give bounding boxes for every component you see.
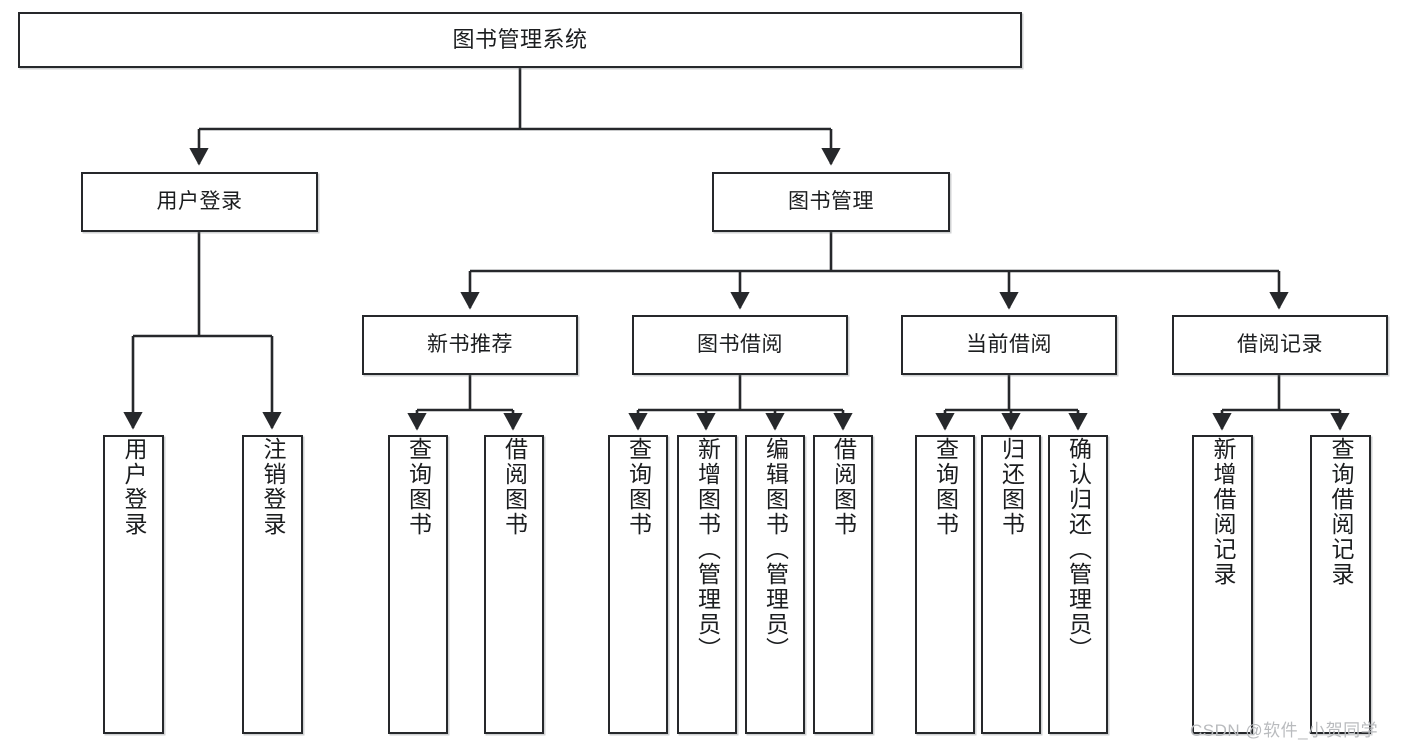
node-label: 查询图书 xyxy=(625,437,652,537)
node-label: 当前借阅 xyxy=(966,332,1052,356)
node-new-book-recommend[interactable]: 新书推荐 xyxy=(362,315,578,375)
node-label: 用户登录 xyxy=(121,437,147,537)
leaf-user-logout[interactable]: 注销登录 xyxy=(242,435,303,734)
leaf-borrow-query-book[interactable]: 查询图书 xyxy=(608,435,668,734)
leaf-current-return-book[interactable]: 归还图书 xyxy=(981,435,1041,734)
node-book-management[interactable]: 图书管理 xyxy=(712,172,950,232)
node-label: 新书推荐 xyxy=(427,332,513,356)
leaf-record-query-borrow-record[interactable]: 查询借阅记录 xyxy=(1310,435,1371,734)
node-label: 确认归还（管理员） xyxy=(1065,437,1092,662)
node-label: 新增图书（管理员） xyxy=(694,437,721,662)
leaf-borrow-borrow-book[interactable]: 借阅图书 xyxy=(813,435,873,734)
leaf-recommend-borrow-book[interactable]: 借阅图书 xyxy=(484,435,544,734)
node-label: 归还图书 xyxy=(998,437,1025,537)
node-label: 图书管理 xyxy=(788,189,874,213)
leaf-record-add-borrow-record[interactable]: 新增借阅记录 xyxy=(1192,435,1253,734)
node-label: 编辑图书（管理员） xyxy=(762,437,789,662)
leaf-recommend-query-book[interactable]: 查询图书 xyxy=(388,435,448,734)
node-label: 注销登录 xyxy=(260,437,286,537)
watermark-text: CSDN @软件_小贺同学 xyxy=(1190,721,1379,740)
node-label: 查询图书 xyxy=(405,437,432,537)
node-current-borrow[interactable]: 当前借阅 xyxy=(901,315,1117,375)
leaf-borrow-add-book-admin[interactable]: 新增图书（管理员） xyxy=(677,435,737,734)
node-label: 用户登录 xyxy=(156,189,243,213)
node-label: 新增借阅记录 xyxy=(1210,437,1236,587)
leaf-borrow-edit-book-admin[interactable]: 编辑图书（管理员） xyxy=(745,435,805,734)
leaf-current-query-book[interactable]: 查询图书 xyxy=(915,435,975,734)
node-borrow-record[interactable]: 借阅记录 xyxy=(1172,315,1388,375)
node-label: 借阅图书 xyxy=(501,437,528,537)
node-label: 图书借阅 xyxy=(697,332,783,356)
node-label: 图书管理系统 xyxy=(452,27,588,53)
node-root-system[interactable]: 图书管理系统 xyxy=(18,12,1022,68)
node-label: 查询图书 xyxy=(932,437,959,537)
leaf-user-login[interactable]: 用户登录 xyxy=(103,435,164,734)
node-label: 借阅记录 xyxy=(1237,332,1323,356)
node-label: 借阅图书 xyxy=(830,437,857,537)
leaf-current-confirm-return-admin[interactable]: 确认归还（管理员） xyxy=(1048,435,1108,734)
node-book-borrow[interactable]: 图书借阅 xyxy=(632,315,848,375)
node-user-login[interactable]: 用户登录 xyxy=(81,172,318,232)
node-label: 查询借阅记录 xyxy=(1328,437,1354,587)
